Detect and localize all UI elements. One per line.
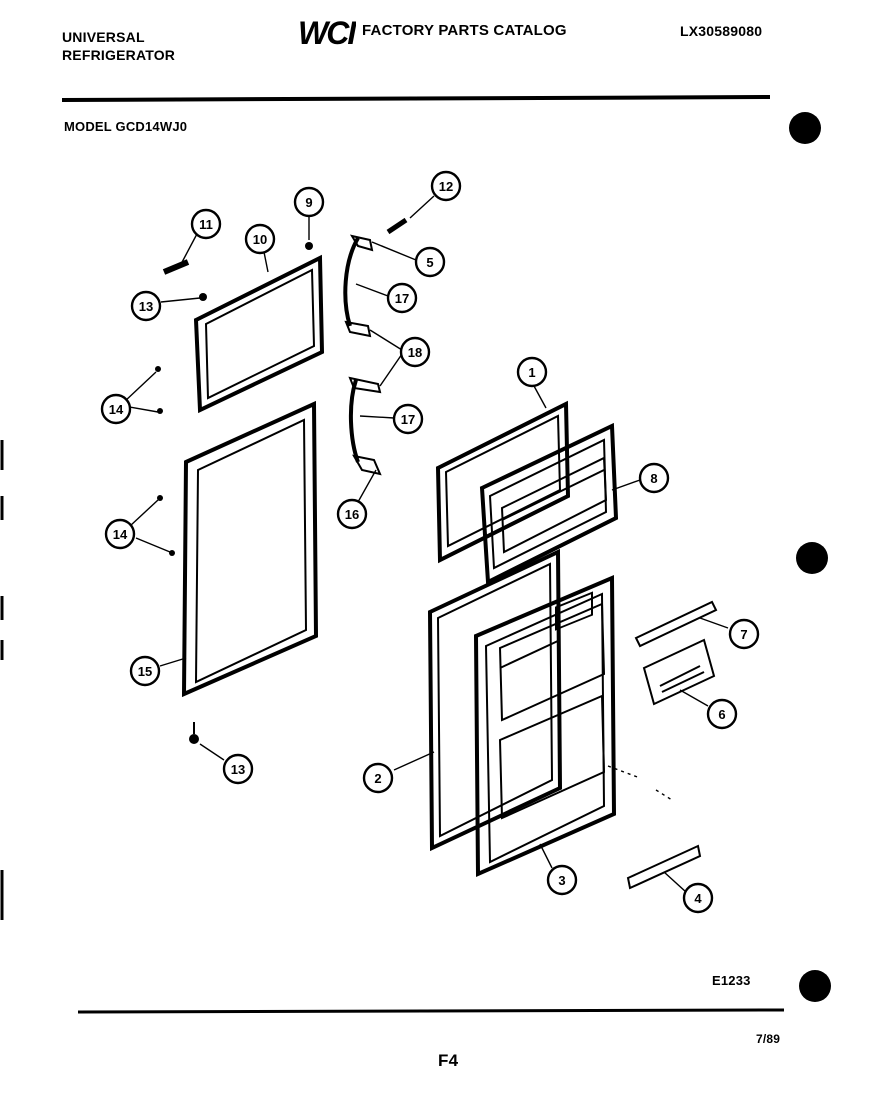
- logo-text: WCI: [298, 16, 356, 48]
- binder-hole: [796, 542, 828, 574]
- trim-strip-4: [626, 844, 702, 890]
- callout: 13: [222, 753, 254, 785]
- callout: 16: [336, 498, 368, 530]
- svg-text:17: 17: [401, 412, 415, 427]
- wci-logo: WCI: [298, 16, 356, 48]
- fresh-food-gasket: [181, 400, 319, 698]
- brand-line-2: REFRIGERATOR: [62, 47, 176, 63]
- callout: 10: [244, 223, 276, 255]
- svg-text:6: 6: [718, 707, 725, 722]
- callout: 8: [638, 462, 670, 494]
- svg-text:14: 14: [113, 527, 128, 542]
- svg-text:16: 16: [345, 507, 359, 522]
- svg-text:8: 8: [650, 471, 657, 486]
- svg-text:9: 9: [305, 195, 312, 210]
- hinge-pin: [162, 259, 190, 275]
- callout: 9: [293, 186, 325, 218]
- upper-handle: [343, 234, 374, 338]
- fresh-food-door-panel: [427, 548, 563, 852]
- trim-strip-7: [634, 600, 718, 648]
- callout: 7: [728, 618, 760, 650]
- fresh-food-door-liner: [473, 574, 617, 878]
- svg-text:13: 13: [139, 299, 153, 314]
- svg-text:7: 7: [740, 627, 747, 642]
- svg-text:4: 4: [694, 891, 702, 906]
- svg-text:15: 15: [138, 664, 152, 679]
- header-rule: [61, 95, 771, 102]
- callout: 17: [392, 403, 424, 435]
- svg-text:3: 3: [558, 873, 565, 888]
- binder-hole: [799, 970, 831, 1002]
- callout: 3: [546, 864, 578, 896]
- callout: 17: [386, 282, 418, 314]
- catalog-title: FACTORY PARTS CATALOG: [362, 22, 567, 39]
- svg-text:5: 5: [426, 255, 433, 270]
- footer-rule: [77, 1008, 785, 1014]
- freezer-door-panel: [435, 400, 571, 564]
- svg-text:10: 10: [253, 232, 267, 247]
- screws: [155, 217, 408, 744]
- callout: 15: [129, 655, 161, 687]
- revision-date: 7/89: [756, 1032, 781, 1046]
- callout: 14: [100, 393, 132, 425]
- svg-text:17: 17: [395, 291, 409, 306]
- callout: 11: [190, 208, 222, 240]
- callout: 18: [399, 336, 431, 368]
- svg-text:13: 13: [231, 762, 245, 777]
- callout: 12: [430, 170, 462, 202]
- lower-handle: [348, 376, 382, 476]
- freezer-gasket: [193, 254, 325, 414]
- svg-text:11: 11: [199, 217, 213, 232]
- diagram-code: E1233: [712, 973, 751, 988]
- svg-text:18: 18: [408, 345, 422, 360]
- callout: 14: [104, 518, 136, 550]
- catalog-number: LX30589080: [680, 23, 763, 39]
- brand-line-1: UNIVERSAL: [62, 29, 145, 45]
- freezer-door-liner: [479, 422, 619, 586]
- page-number: F4: [438, 1051, 459, 1070]
- svg-text:1: 1: [528, 365, 535, 380]
- callout: 2: [362, 762, 394, 794]
- callout: 13: [130, 290, 162, 322]
- svg-text:2: 2: [374, 771, 381, 786]
- binder-hole: [789, 112, 821, 144]
- svg-text:12: 12: [439, 179, 453, 194]
- vent-grille: [642, 638, 716, 706]
- leader-lines: [123, 195, 729, 893]
- callout: 5: [414, 246, 446, 278]
- svg-text:14: 14: [109, 402, 124, 417]
- callout: 4: [682, 882, 714, 914]
- callout: 1: [516, 356, 548, 388]
- callout: 6: [706, 698, 738, 730]
- brand-name: UNIVERSAL REFRIGERATOR: [62, 28, 175, 64]
- model-label: MODEL GCD14WJ0: [64, 119, 188, 134]
